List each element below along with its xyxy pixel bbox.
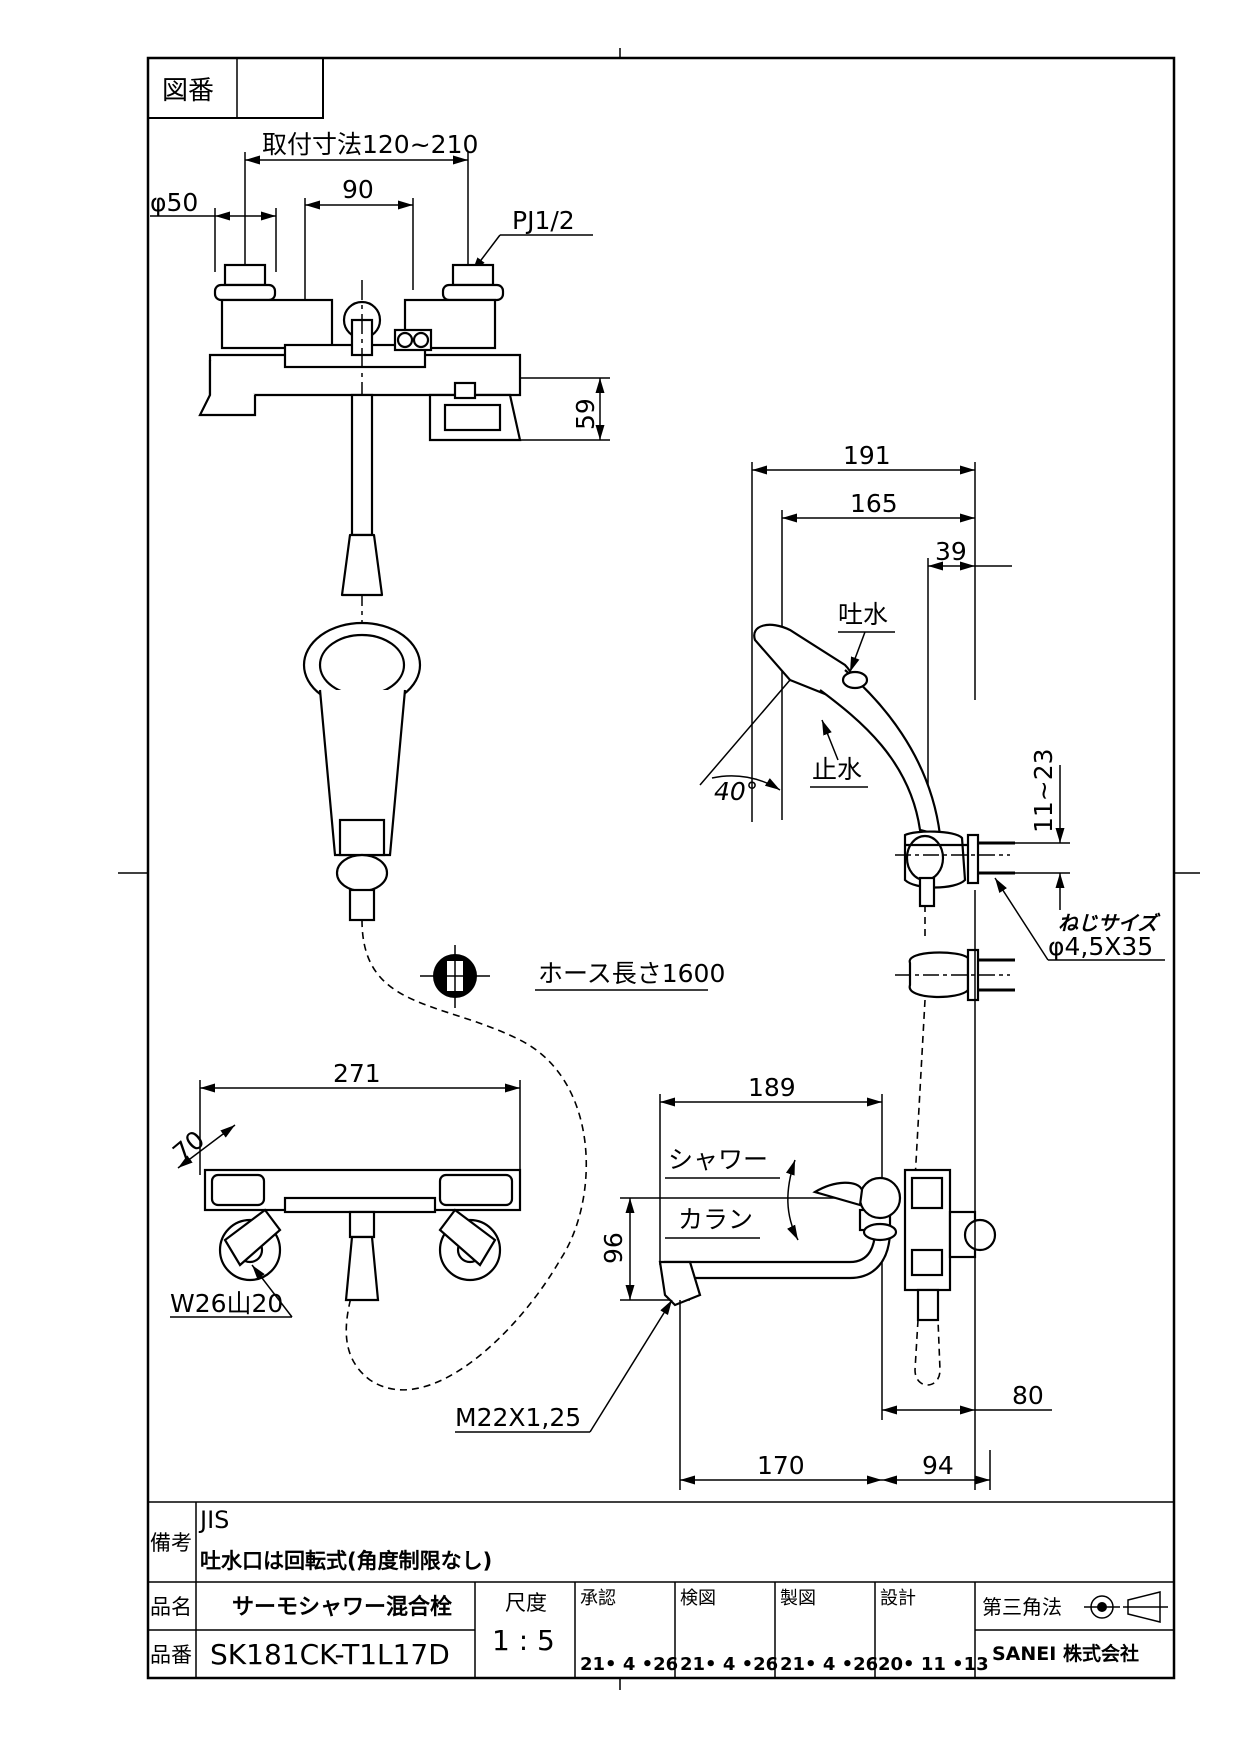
wall-hook-upper [905, 833, 1015, 885]
label-stop-water: 止水 [812, 755, 862, 784]
label-shower: シャワー [668, 1145, 768, 1174]
label-spout-water: 吐水 [838, 600, 888, 629]
product-name: サーモシャワー混合栓 [232, 1594, 452, 1620]
label-screw-size: ねじサイズ [1058, 911, 1161, 935]
side-view-shower: 191 165 39 吐水 止水 40° [699, 441, 1165, 1181]
front-view: 取付寸法120~210 φ50 90 PJ1/2 [150, 130, 725, 1391]
dim-screw-size: φ4,5X35 [1048, 932, 1153, 961]
check-label: 検図 [680, 1588, 716, 1609]
wall-hook-lower [895, 948, 1015, 1002]
dim-w26: W26山20 [170, 1289, 283, 1318]
sheet-border [146, 56, 1176, 1680]
dim-271: 271 [333, 1059, 381, 1088]
dim-11-23: 11~23 [1029, 748, 1058, 833]
shower-head-front [302, 621, 422, 922]
remarks-line1: JIS [198, 1506, 229, 1534]
dim-59: 59 [571, 398, 600, 430]
drawing-number-label: 図番 [162, 76, 214, 106]
remarks-line2: 吐水口は回転式(角度制限なし) [200, 1549, 492, 1573]
product-number-label: 品番 [150, 1643, 192, 1667]
dim-phi-50: φ50 [150, 188, 198, 217]
dim-189: 189 [748, 1073, 796, 1102]
design-date: 20• 11 •13 [878, 1654, 989, 1675]
approval-date: 21• 4 •26 [580, 1654, 678, 1675]
scale-value: 1 : 5 [492, 1624, 555, 1657]
third-angle-projection-icon [1084, 1591, 1168, 1623]
dim-165: 165 [850, 489, 898, 518]
dim-mount-range: 取付寸法120~210 [262, 130, 478, 159]
company-name: SANEI 株式会社 [992, 1642, 1139, 1665]
product-number: SK181CK-T1L17D [210, 1638, 450, 1671]
dim-70: 70 [167, 1125, 210, 1168]
dim-80: 80 [1012, 1381, 1044, 1410]
drawn-date: 21• 4 •26 [780, 1654, 878, 1675]
dim-39: 39 [935, 537, 967, 566]
dim-94: 94 [922, 1451, 954, 1480]
dim-hose-length: ホース長さ1600 [538, 959, 725, 988]
title-block: 備考 JIS 吐水口は回転式(角度制限なし) 品名 サーモシャワー混合栓 品番 … [148, 1501, 1174, 1678]
dim-m22: M22X1,25 [455, 1403, 581, 1432]
drawing-number-box: 図番 [147, 57, 324, 119]
dim-96: 96 [599, 1232, 628, 1264]
dim-90: 90 [342, 175, 374, 204]
dim-191: 191 [843, 441, 891, 470]
plan-view: 271 70 W26山20 [167, 1059, 522, 1318]
side-view-faucet: 189 シャワー カラン 96 M22X1,25 80 [455, 890, 1052, 1490]
drawn-label: 製図 [780, 1588, 816, 1609]
product-name-label: 品名 [150, 1595, 192, 1619]
label-faucet: カラン [678, 1205, 753, 1234]
dim-angle-40: 40° [714, 777, 758, 806]
design-label: 設計 [880, 1588, 916, 1609]
dim-170: 170 [757, 1451, 805, 1480]
approval-label: 承認 [580, 1588, 616, 1609]
check-date: 21• 4 •26 [680, 1654, 778, 1675]
scale-label: 尺度 [505, 1591, 547, 1615]
remarks-label: 備考 [150, 1531, 192, 1555]
dim-pj-thread: PJ1/2 [512, 206, 575, 235]
projection-label: 第三角法 [982, 1595, 1062, 1619]
